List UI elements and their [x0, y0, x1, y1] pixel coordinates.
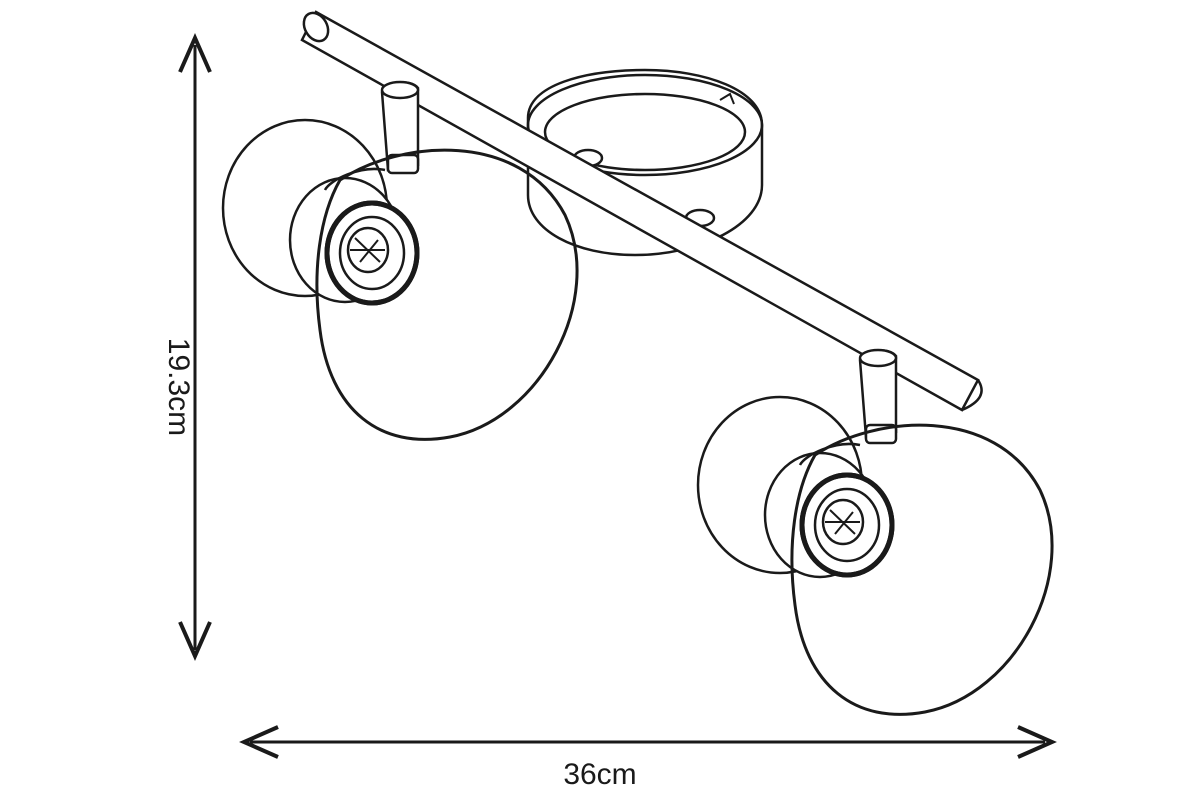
width-dimension-arrow	[239, 725, 1057, 759]
width-dimension-label: 36cm	[563, 758, 637, 791]
spotlight-head-right	[696, 348, 1054, 716]
height-dimension-arrow	[178, 33, 212, 661]
spotlight-head-left	[221, 80, 579, 441]
mounting-rod	[300, 10, 983, 412]
ceiling-canopy	[526, 68, 764, 257]
height-dimension-label: 19.3cm	[162, 337, 195, 437]
